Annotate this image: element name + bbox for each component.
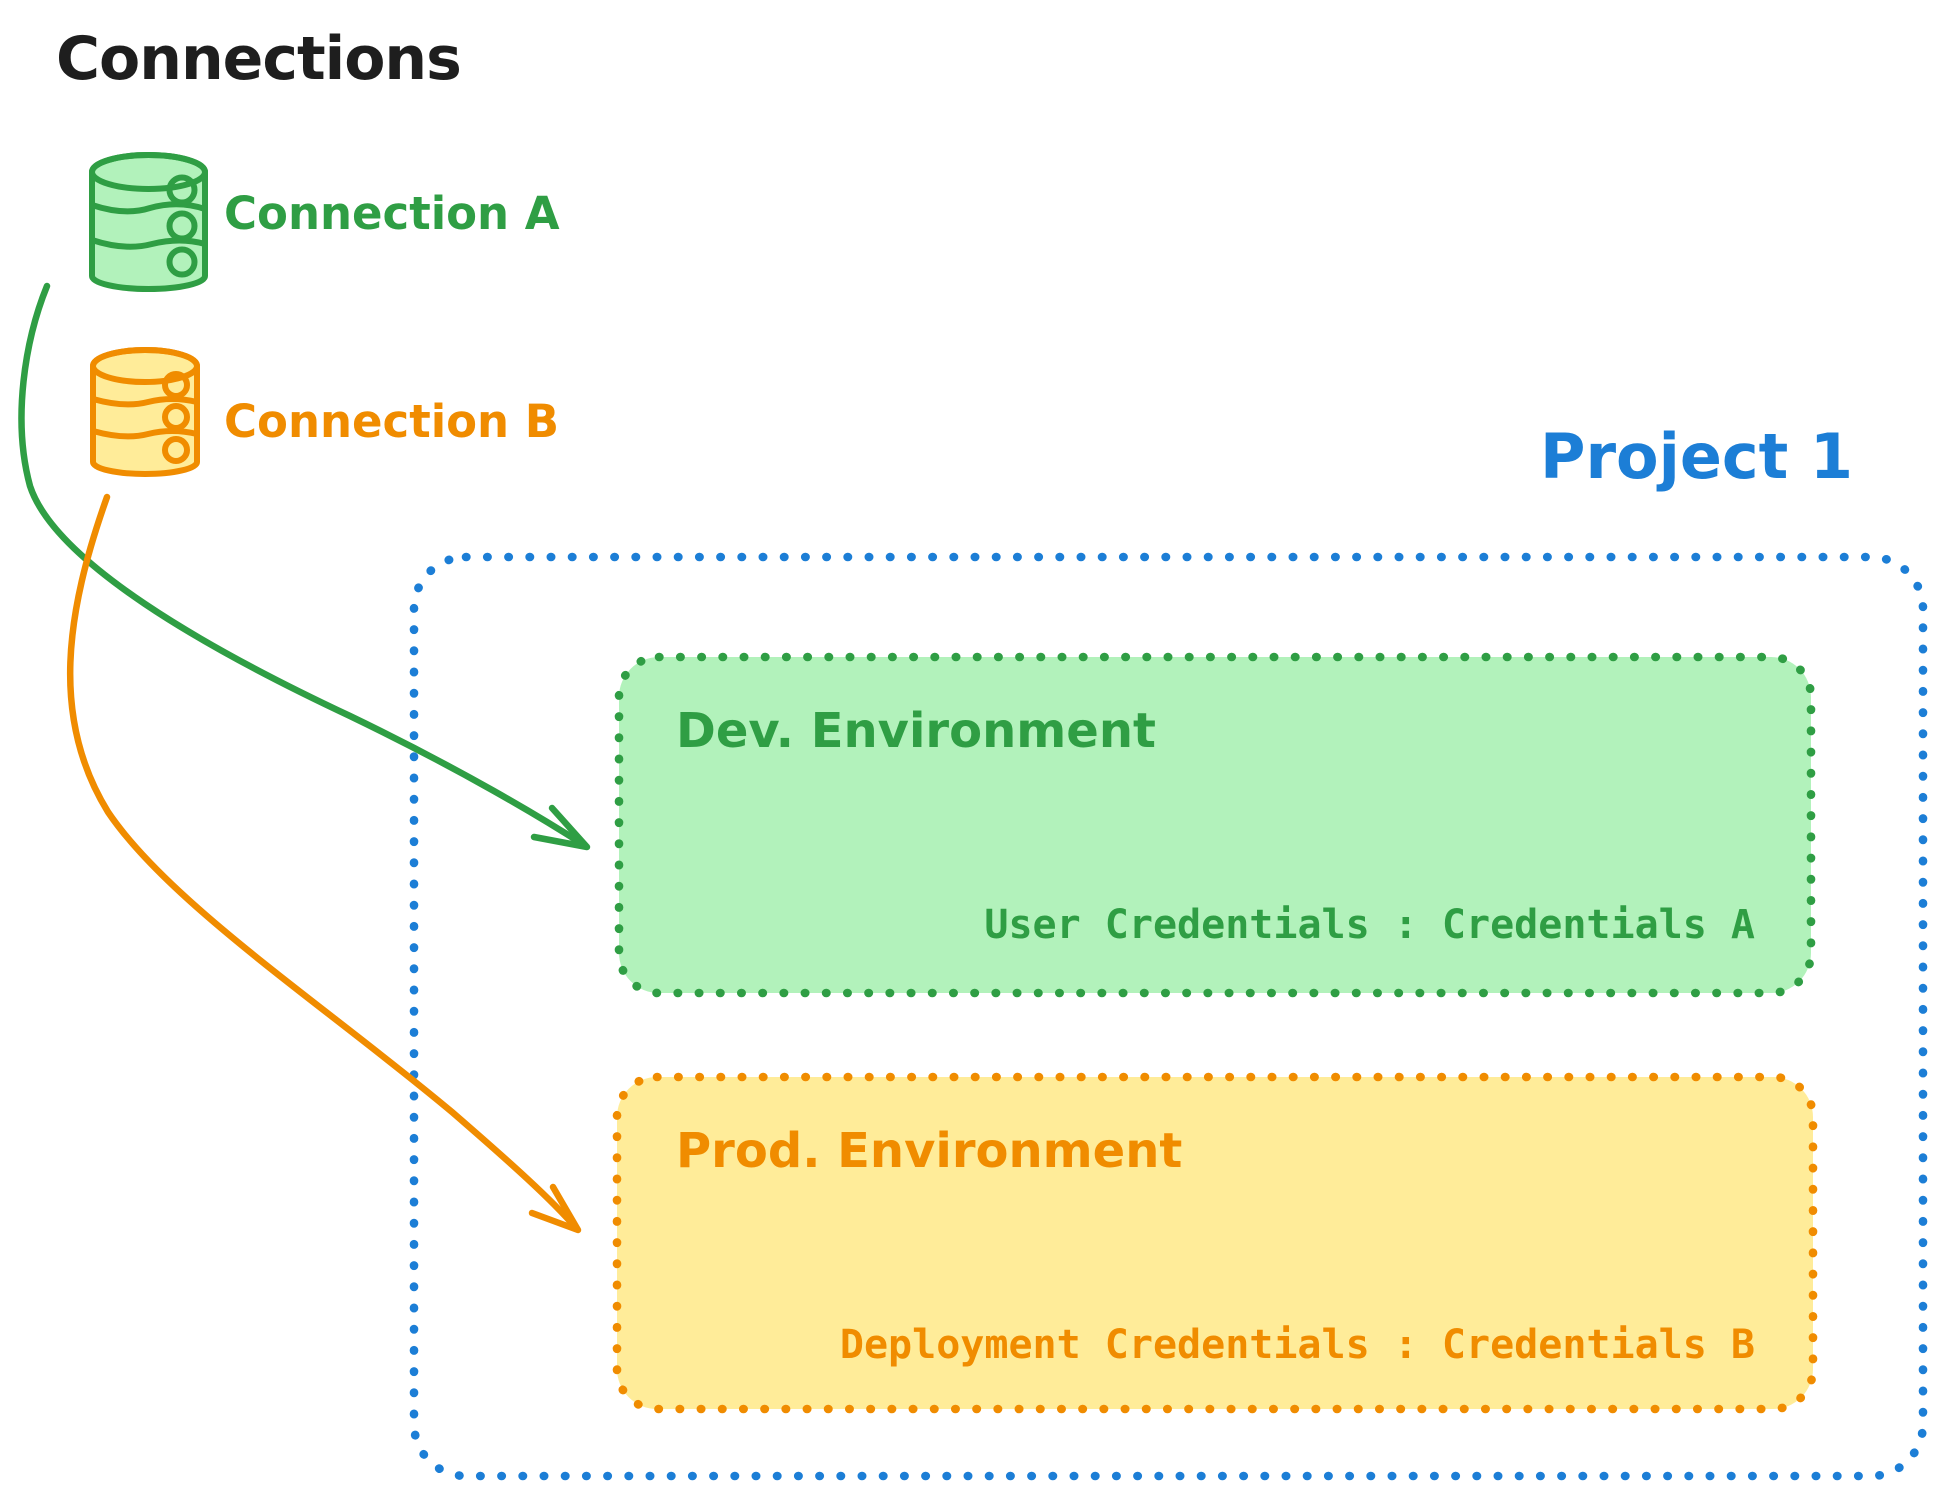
- database-icon-connection-b: [90, 347, 200, 477]
- project-box-border: [409, 552, 1928, 1481]
- connection-a-to-dev-arrow: [18, 282, 591, 851]
- prod-environment-box: [612, 1072, 1818, 1414]
- connection-b-label: Connection B: [224, 395, 560, 448]
- dev-environment-label: Dev. Environment: [676, 703, 1156, 759]
- prod-environment-credentials: Deployment Credentials : Credentials B: [839, 1322, 1755, 1368]
- prod-environment-label: Prod. Environment: [676, 1123, 1183, 1179]
- connection-b-to-prod-arrow: [66, 493, 582, 1234]
- dev-environment-box: [614, 652, 1816, 998]
- connection-a-label: Connection A: [224, 187, 560, 240]
- project-title: Project 1: [1540, 420, 1854, 493]
- arrowhead-icon: [528, 1183, 582, 1234]
- arrowhead-icon: [530, 804, 591, 851]
- database-icon-connection-a: [89, 152, 208, 292]
- dev-environment-credentials: User Credentials : Credentials A: [984, 902, 1755, 948]
- diagram-title: Connections: [56, 24, 462, 94]
